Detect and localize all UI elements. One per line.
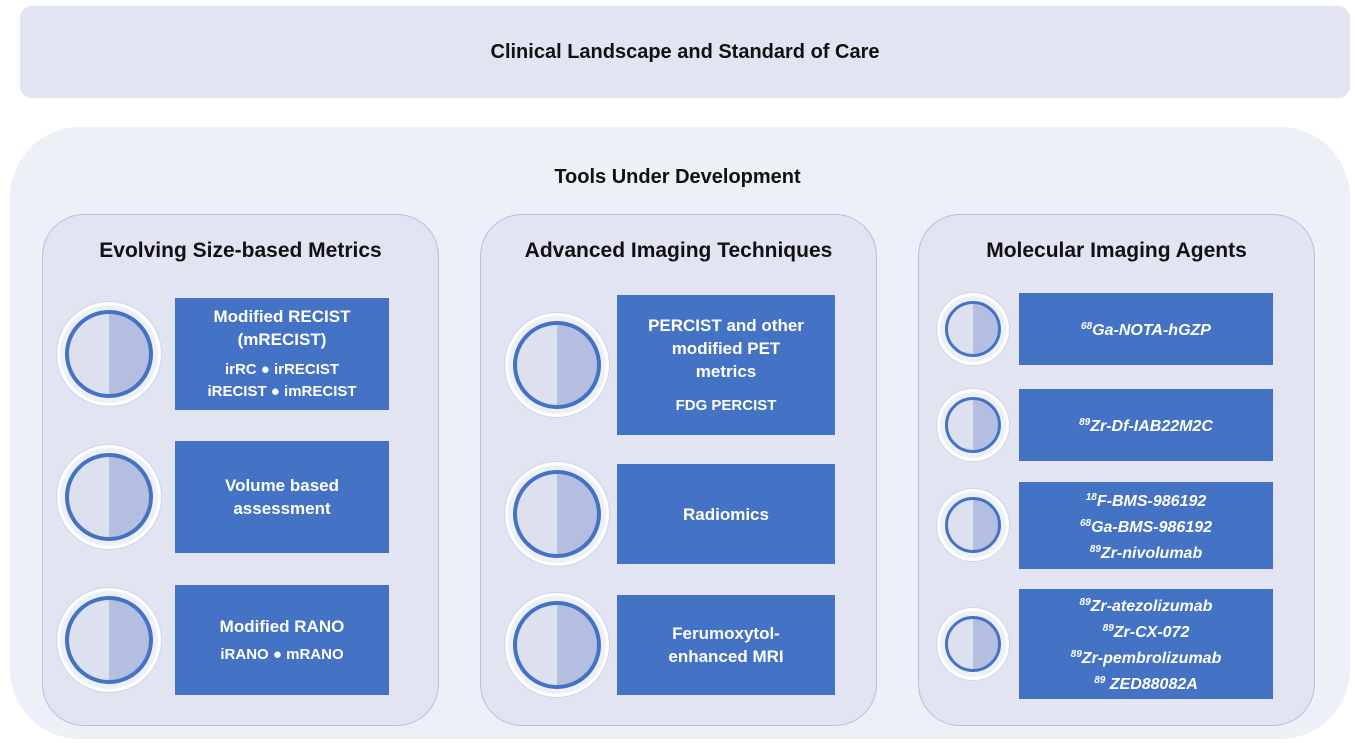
column-title: Molecular Imaging Agents — [986, 239, 1247, 262]
agent-isotope: 68 — [1081, 321, 1093, 332]
item-main-line: Ferumoxytol- — [672, 624, 780, 643]
item-agent-2: 89Zr-Df-IAB22M2C — [937, 389, 1273, 461]
agent-line: 18F-BMS-986192 — [1086, 487, 1207, 513]
agent-isotope: 18 — [1085, 491, 1097, 503]
column-imaging-techniques: Advanced Imaging Techniques PERCIST and … — [480, 214, 877, 726]
item-sub-line: irRC ● irRECIST — [224, 361, 340, 378]
item-rano: Modified RANO iRANO ● mRANO — [57, 585, 389, 695]
item-mrecist: Modified RECIST (mRECIST) irRC ● irRECIS… — [57, 298, 389, 410]
agent-isotope: 89 — [1089, 543, 1101, 555]
agent-line: 89Zr-pembrolizumab — [1071, 644, 1222, 670]
item-main-line: metrics — [695, 361, 757, 381]
item-tag: 89Zr-Df-IAB22M2C — [1019, 389, 1273, 461]
item-tag: Ferumoxytol- enhanced MRI — [617, 595, 835, 695]
agent-name: ZED88082A — [1105, 676, 1198, 693]
item-tag: 68Ga-NOTA-hGZP — [1019, 293, 1273, 365]
item-agent-1: 68Ga-NOTA-hGZP — [937, 293, 1273, 365]
item-main-line: assessment — [233, 499, 331, 518]
clinical-landscape-banner: Clinical Landscape and Standard of Care — [20, 6, 1350, 98]
column-title: Evolving Size-based Metrics — [99, 239, 382, 262]
agent-name: Zr-nivolumab — [1100, 544, 1203, 562]
item-main-line: enhanced MRI — [668, 647, 784, 666]
banner-title: Clinical Landscape and Standard of Care — [490, 40, 880, 63]
column-size-metrics: Evolving Size-based Metrics Modified REC… — [42, 214, 439, 726]
half-circle-icon — [65, 453, 153, 541]
item-main-line: (mRECIST) — [237, 330, 327, 349]
agent-name: Ga-BMS-986192 — [1091, 518, 1213, 536]
agent-line: 68Ga-NOTA-hGZP — [1081, 316, 1211, 342]
half-circle-icon — [65, 310, 153, 398]
item-tag: Modified RECIST (mRECIST) irRC ● irRECIS… — [175, 298, 389, 410]
agent-name: Zr-atezolizumab — [1090, 598, 1213, 615]
column-title: Advanced Imaging Techniques — [524, 239, 833, 262]
agent-line: 89 ZED88082A — [1094, 670, 1198, 696]
item-sub-line: iRECIST ● imRECIST — [207, 383, 357, 400]
agent-name: Zr-CX-072 — [1113, 624, 1190, 641]
half-circle-icon — [513, 321, 601, 409]
item-main-line: Volume based — [225, 476, 339, 495]
item-agent-3: 18F-BMS-986192 68Ga-BMS-986192 89Zr-nivo… — [937, 482, 1273, 569]
half-circle-icon — [513, 470, 601, 558]
item-tag: PERCIST and other modified PET metrics F… — [617, 295, 835, 435]
item-radiomics: Radiomics — [499, 462, 835, 566]
agent-name: Zr-Df-IAB22M2C — [1090, 418, 1213, 435]
half-circle-icon — [65, 596, 153, 684]
item-tag: 18F-BMS-986192 68Ga-BMS-986192 89Zr-nivo… — [1019, 482, 1273, 569]
item-sub-line: FDG PERCIST — [675, 396, 777, 414]
half-circle-icon — [945, 301, 1001, 357]
item-main-line: Modified RANO — [219, 616, 345, 636]
agent-name: Ga-NOTA-hGZP — [1092, 322, 1211, 339]
item-tag: Radiomics — [617, 464, 835, 564]
item-percist: PERCIST and other modified PET metrics F… — [499, 295, 835, 435]
agent-isotope: 89 — [1079, 417, 1091, 428]
item-tag: Volume based assessment — [175, 441, 389, 553]
agent-line: 89Zr-CX-072 — [1103, 618, 1190, 644]
half-circle-icon — [945, 616, 1001, 672]
tools-panel-title: Tools Under Development — [554, 166, 801, 188]
item-tag: Modified RANO iRANO ● mRANO — [175, 585, 389, 695]
agent-isotope: 68 — [1079, 517, 1092, 529]
agent-line: 68Ga-BMS-986192 — [1080, 513, 1212, 539]
item-agent-4: 89Zr-atezolizumab 89Zr-CX-072 89Zr-pembr… — [937, 589, 1273, 699]
agent-isotope: 89 — [1094, 675, 1106, 686]
half-circle-icon — [945, 497, 1001, 553]
agent-line: 89Zr-atezolizumab — [1080, 592, 1213, 618]
agent-name: Zr-pembrolizumab — [1081, 650, 1222, 667]
agent-line: 89Zr-nivolumab — [1090, 539, 1202, 565]
agent-isotope: 89 — [1070, 649, 1082, 660]
agent-isotope: 89 — [1079, 597, 1091, 608]
agent-isotope: 89 — [1102, 623, 1114, 634]
agent-name: F-BMS-986192 — [1096, 492, 1207, 510]
item-volume: Volume based assessment — [57, 441, 389, 553]
item-tag: 89Zr-atezolizumab 89Zr-CX-072 89Zr-pembr… — [1019, 589, 1273, 699]
item-main-line: PERCIST and other — [648, 315, 804, 335]
column-molecular-agents: Molecular Imaging Agents 68Ga-NOTA-hGZP … — [918, 214, 1315, 726]
item-main-line: Modified RECIST — [213, 307, 351, 326]
half-circle-icon — [945, 397, 1001, 453]
item-main-line: modified PET — [671, 338, 781, 358]
item-main-line: Radiomics — [683, 504, 769, 524]
agent-line: 89Zr-Df-IAB22M2C — [1079, 412, 1213, 438]
half-circle-icon — [513, 601, 601, 689]
item-ferumoxytol: Ferumoxytol- enhanced MRI — [499, 593, 835, 697]
item-sub-line: iRANO ● mRANO — [220, 645, 344, 663]
